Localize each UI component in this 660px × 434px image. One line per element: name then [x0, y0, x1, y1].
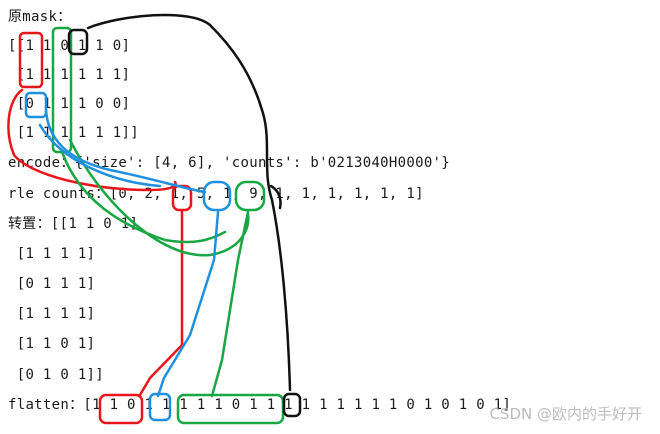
- transpose-row-1: 转置：[[1 1 0 1]: [8, 216, 139, 232]
- transpose-row-6: [0 1 0 1]]: [8, 367, 105, 383]
- transpose-row-2: [1 1 1 1]: [8, 246, 96, 262]
- csdn-watermark: CSDN @欧内的手好开: [489, 405, 642, 423]
- mask-row-2: [1 1 1 1 1 1]: [8, 67, 131, 83]
- mask-row-3: [0 1 1 1 0 0]: [8, 96, 131, 112]
- transpose-row-5: [1 1 0 1]: [8, 336, 96, 352]
- transpose-row-3: [0 1 1 1]: [8, 276, 96, 292]
- flatten-output: flatten：[1 1 0 1 1 1 1 1 0 1 1 1 1 1 1 1…: [8, 397, 512, 413]
- transpose-row-4: [1 1 1 1]: [8, 306, 96, 322]
- mask-heading: 原mask：: [8, 9, 72, 25]
- mask-row-4: [1 1 1 1 1 1]]: [8, 125, 139, 141]
- rle-counts: rle counts：[0, 2, 1, 5, 1, 9, 1, 1, 1, 1…: [8, 186, 424, 202]
- encode-output: encode：{'size': [4, 6], 'counts': b'0213…: [8, 155, 451, 171]
- mask-row-1: [[1 1 0 1 1 0]: [8, 38, 131, 54]
